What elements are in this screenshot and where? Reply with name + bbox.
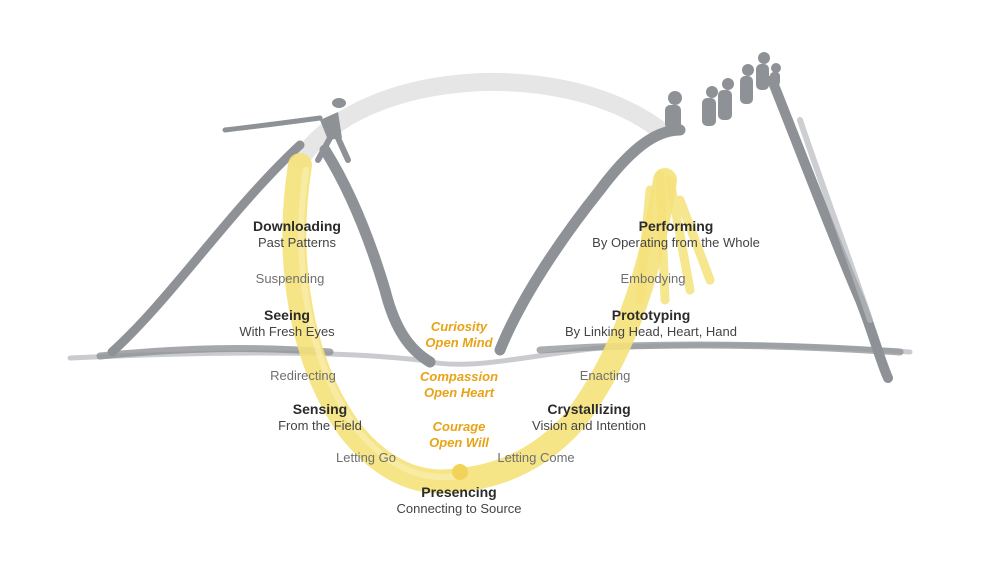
stage-title: Sensing	[292, 401, 348, 417]
right-mountain-right-slope	[767, 75, 893, 383]
stage-performing: Performing By Operating from the Whole	[592, 218, 760, 250]
quality-compassion: Compassion Open Heart	[420, 369, 498, 400]
transition-letting-come: Letting Come	[497, 450, 575, 465]
stage-title: Seeing	[264, 307, 310, 323]
stage-subtitle: Past Patterns	[257, 234, 337, 250]
quality-line2: Open Will	[429, 434, 489, 450]
stage-title: Downloading	[253, 218, 341, 234]
quality-line1: Compassion	[419, 369, 499, 384]
quality-line1: Curiosity	[430, 319, 488, 334]
person-figure-icon	[222, 98, 351, 163]
stage-sensing: Sensing From the Field	[278, 401, 362, 433]
transition-letting-go: Letting Go	[336, 450, 396, 465]
transition-embodying: Embodying	[620, 271, 686, 286]
left-mountain-right-slope	[319, 144, 436, 368]
stage-seeing: Seeing With Fresh Eyes	[239, 307, 334, 339]
stage-presencing: Presencing Connecting to Source	[396, 484, 521, 516]
group-figures-icon	[665, 52, 781, 129]
transition-redirecting: Redirecting	[270, 368, 336, 383]
stage-subtitle: Vision and Intention	[532, 417, 646, 433]
transition-suspending: Suspending	[255, 271, 325, 286]
right-mountain-inner-slope	[797, 117, 873, 323]
stage-subtitle: By Operating from the Whole	[592, 234, 760, 250]
stage-subtitle: Connecting to Source	[396, 500, 522, 516]
stage-title: Prototyping	[611, 307, 691, 323]
quality-curiosity: Curiosity Open Mind	[425, 319, 492, 350]
quality-line2: Open Mind	[425, 334, 493, 350]
connecting-arc	[291, 72, 669, 169]
right-mountain-left-slope	[494, 124, 686, 356]
stage-downloading: Downloading Past Patterns	[253, 218, 341, 250]
transition-enacting: Enacting	[579, 368, 631, 383]
u-brush-arrow-fingers	[635, 170, 715, 305]
stage-title: Performing	[638, 218, 714, 234]
stage-subtitle: From the Field	[278, 417, 362, 433]
quality-line2: Open Heart	[423, 384, 495, 400]
stage-prototyping: Prototyping By Linking Head, Heart, Hand	[565, 307, 737, 339]
left-mountain-left-slope	[107, 140, 305, 357]
presencing-point	[452, 464, 468, 480]
stage-title: Presencing	[421, 484, 497, 500]
stage-title: Crystallizing	[547, 401, 631, 417]
stage-subtitle: With Fresh Eyes	[239, 323, 335, 339]
quality-line1: Courage	[432, 419, 486, 434]
stage-crystallizing: Crystallizing Vision and Intention	[532, 401, 646, 433]
u-brush-stroke-texture	[298, 167, 463, 481]
stage-subtitle: By Linking Head, Heart, Hand	[565, 323, 737, 339]
ground-shadow-right	[536, 341, 904, 356]
quality-courage: Courage Open Will	[429, 419, 489, 450]
